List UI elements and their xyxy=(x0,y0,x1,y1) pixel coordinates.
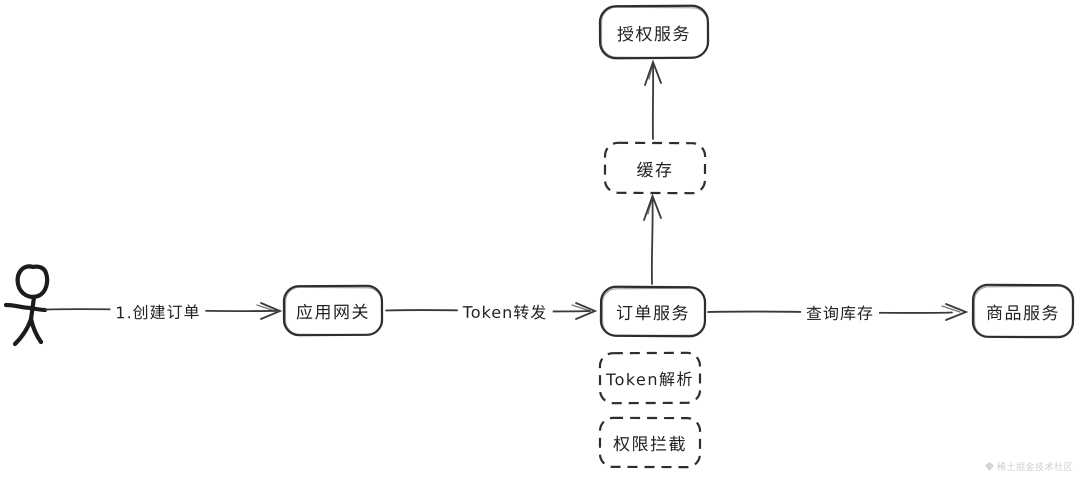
edge-order-to-cache-arrow xyxy=(643,193,662,285)
node-order-service-label: 订单服务 xyxy=(615,303,691,325)
node-auth-service: 授权服务 xyxy=(600,6,708,59)
node-product-service: 商品服务 xyxy=(973,285,1073,338)
watermark: 稀土掘金技术社区 xyxy=(984,460,1073,473)
edge-cache-to-auth-arrow xyxy=(644,59,662,140)
edge-label-create-order: 1.创建订单 xyxy=(110,298,206,324)
node-outlines xyxy=(282,4,1075,469)
juejin-logo-icon xyxy=(984,462,994,471)
node-order-service: 订单服务 xyxy=(601,287,705,337)
node-permission-intercept: 权限拦截 xyxy=(600,418,700,467)
node-auth-service-label: 授权服务 xyxy=(616,24,692,45)
node-app-gateway-label: 应用网关 xyxy=(295,302,371,324)
node-permission-intercept-label: 权限拦截 xyxy=(612,434,688,456)
stick-figure-icon xyxy=(3,264,50,347)
edge-label-token-forward: Token转发 xyxy=(457,298,553,324)
node-product-service-label: 商品服务 xyxy=(985,303,1061,324)
node-cache: 缓存 xyxy=(605,143,705,194)
node-cache-label: 缓存 xyxy=(636,160,674,181)
node-app-gateway: 应用网关 xyxy=(284,286,382,336)
node-token-parse: Token解析 xyxy=(600,353,700,404)
watermark-text: 稀土掘金技术社区 xyxy=(996,463,1073,473)
node-token-parse-label: Token解析 xyxy=(605,369,695,390)
edge-label-query-stock: 查询库存 xyxy=(800,299,880,325)
